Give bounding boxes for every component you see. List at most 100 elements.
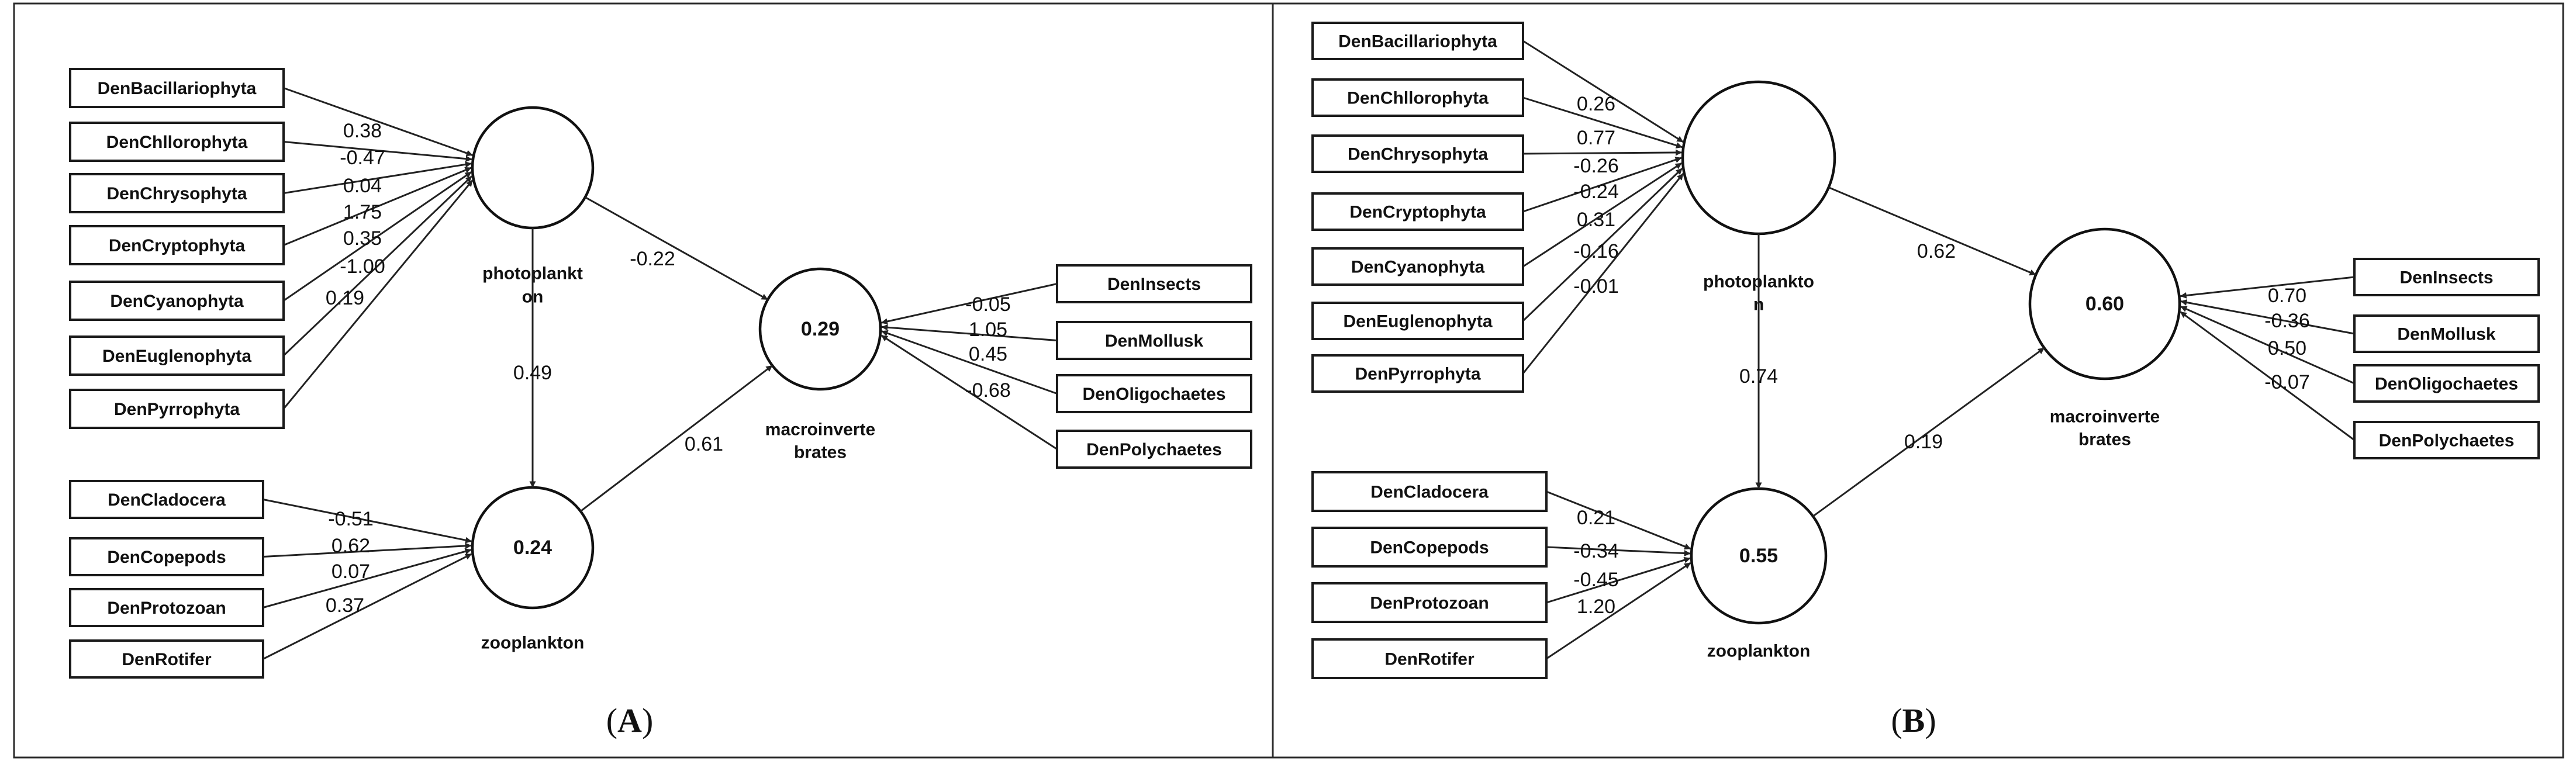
phytoplankton-indicator-edge <box>282 179 474 410</box>
panel-a: 0.240.29photoplanktonzooplanktonmacroinv… <box>69 68 1252 739</box>
macroinvertebrate-indicator-edge <box>880 334 1058 450</box>
zooplankton-indicator-box <box>1311 471 1548 512</box>
macroinvertebrate-indicator-edge <box>2180 276 2355 299</box>
macroinvertebrate-indicator-coef: -0.36 <box>2264 310 2310 332</box>
phytoplankton-indicator-name: DenCryptophyta <box>109 236 246 255</box>
phytoplankton-indicator-coef: 0.77 <box>1577 127 1615 149</box>
macroinvertebrate-indicator-name: DenMollusk <box>1105 331 1204 351</box>
macroinvertebrate-indicator-name: DenOligochaetes <box>2375 375 2518 394</box>
zooplankton-indicator-box <box>1311 582 1548 623</box>
phytoplankton-indicator-coef: 0.35 <box>343 227 382 250</box>
zooplankton-indicator-edge <box>263 542 472 558</box>
zooplankton-indicator-coef: 0.62 <box>332 535 370 557</box>
zooplankton-indicator-name: DenCladocera <box>108 490 226 510</box>
zooplankton-indicator-edge <box>1546 546 1691 557</box>
macroinvertebrates-label: macroinverte <box>2050 407 2160 427</box>
zooplankton-indicator-name: DenRotifer <box>1384 650 1475 669</box>
phytoplankton-indicator-coef: 0.04 <box>343 175 382 197</box>
phytoplankton-indicator-edge <box>1522 157 1682 213</box>
phytoplankton-indicator-name: DenChrysophyta <box>106 184 247 203</box>
macroinvertebrate-indicator-box <box>1056 374 1252 413</box>
figure-frame <box>13 2 2564 759</box>
path-coef-phyto-macro: 0.62 <box>1917 240 1956 262</box>
macroinvertebrate-indicator-box <box>2353 314 2540 353</box>
phytoplankton-indicator-name: DenEuglenophyta <box>102 347 251 366</box>
macroinvertebrate-indicator-coef: -0.68 <box>965 379 1011 402</box>
zooplankton-indicator-coef: 0.37 <box>326 594 364 617</box>
phytoplankton-indicator-coef: 1.75 <box>343 201 382 223</box>
macroinvertebrates-r2: 0.60 <box>2085 293 2124 315</box>
phytoplankton-indicator-box <box>69 122 285 162</box>
macroinvertebrate-indicator-coef: 1.05 <box>969 319 1007 341</box>
zooplankton-indicator-edge <box>263 499 472 544</box>
phytoplankton-indicator-coef: -0.01 <box>1573 275 1619 298</box>
zooplankton-indicator-box <box>69 537 264 576</box>
phytoplankton-indicator-coef: -1.00 <box>340 255 385 278</box>
macroinvertebrates-latent-circle <box>758 267 882 391</box>
macroinvertebrate-indicator-box <box>1056 264 1252 303</box>
phytoplankton-indicator-edge <box>1522 40 1684 143</box>
zooplankton-indicator-coef: 0.21 <box>1577 507 1615 529</box>
macroinvertebrate-indicator-coef: 0.45 <box>969 343 1007 365</box>
macroinvertebrates-r2: 0.29 <box>801 318 840 340</box>
phytoplankton-indicator-edge <box>1522 173 1684 374</box>
phytoplankton-indicator-box <box>69 225 285 265</box>
macroinvertebrate-indicator-coef: -0.07 <box>2264 371 2310 393</box>
path-phyto-macro <box>585 196 768 300</box>
phytoplankton-indicator-box <box>69 335 285 376</box>
zooplankton-indicator-box <box>69 588 264 627</box>
zooplankton-indicator-name: DenCladocera <box>1370 483 1489 502</box>
macroinvertebrate-indicator-name: DenInsects <box>1107 275 1201 294</box>
path-zoo-macro <box>580 365 773 512</box>
phytoplankton-indicator-coef: -0.16 <box>1573 240 1619 262</box>
zooplankton-indicator-edge <box>1546 556 1691 604</box>
photoplankton-latent-circle <box>471 106 595 230</box>
macroinvertebrate-indicator-name: DenInsects <box>2399 268 2493 288</box>
phytoplankton-indicator-name: DenEuglenophyta <box>1343 312 1492 331</box>
macroinvertebrates-label: macroinverte <box>765 420 875 440</box>
phytoplankton-indicator-name: DenPyrrophyta <box>114 400 240 419</box>
zooplankton-label: zooplankton <box>481 634 585 653</box>
macroinvertebrate-indicator-edge <box>2180 306 2355 385</box>
phytoplankton-indicator-name: DenCryptophyta <box>1349 203 1486 222</box>
macroinvertebrate-indicator-edge <box>880 283 1058 325</box>
panel-label: (A) <box>606 701 654 739</box>
macroinvertebrate-indicator-box <box>2353 421 2540 459</box>
phytoplankton-indicator-coef: 0.26 <box>1577 93 1615 115</box>
phytoplankton-indicator-box <box>1311 78 1524 117</box>
zooplankton-indicator-edge <box>1546 490 1691 550</box>
phytoplankton-indicator-box <box>69 173 285 213</box>
macroinvertebrate-indicator-box <box>2353 258 2540 296</box>
phytoplankton-indicator-box <box>1311 302 1524 340</box>
macroinvertebrate-indicator-box <box>1056 321 1252 360</box>
zooplankton-indicator-box <box>1311 638 1548 679</box>
phytoplankton-indicator-coef: -0.24 <box>1573 181 1619 203</box>
zooplankton-indicator-name: DenProtozoan <box>107 599 226 618</box>
zooplankton-r2: 0.55 <box>1739 545 1778 567</box>
macroinvertebrate-indicator-name: DenPolychaetes <box>2379 431 2515 451</box>
panel-b: 0.550.60photoplanktonzooplanktonmacroinv… <box>1311 22 2540 739</box>
photoplankton-latent-circle <box>1681 80 1836 236</box>
phytoplankton-indicator-box <box>69 281 285 321</box>
macroinvertebrates-label: brates <box>2078 430 2131 449</box>
macroinvertebrate-indicator-name: DenOligochaetes <box>1082 385 1225 404</box>
macroinvertebrate-indicator-name: DenMollusk <box>2397 325 2496 344</box>
zooplankton-indicator-coef: 0.07 <box>332 561 370 583</box>
macroinvertebrate-indicator-box <box>2353 364 2540 403</box>
macroinvertebrate-indicator-coef: 0.70 <box>2268 285 2306 307</box>
phytoplankton-indicator-coef: -0.47 <box>340 147 385 169</box>
phytoplankton-indicator-edge <box>1522 96 1683 149</box>
path-coef-zoo-macro: 0.19 <box>1904 431 1943 453</box>
path-coef-phyto-macro: -0.22 <box>630 248 675 270</box>
path-coef-phyto-zoo: 0.74 <box>1739 365 1778 388</box>
zooplankton-indicator-name: DenProtozoan <box>1370 594 1489 613</box>
macroinvertebrate-indicator-name: DenPolychaetes <box>1086 440 1222 459</box>
phytoplankton-indicator-coef: 0.31 <box>1577 209 1615 231</box>
phytoplankton-indicator-coef: 0.38 <box>343 120 382 142</box>
phytoplankton-indicator-edge <box>283 141 472 162</box>
zooplankton-indicator-edge <box>1546 562 1691 660</box>
zooplankton-indicator-name: DenRotifer <box>122 650 212 669</box>
phytoplankton-indicator-edge <box>1522 162 1683 268</box>
phytoplankton-indicator-name: DenCyanophyta <box>110 292 244 311</box>
